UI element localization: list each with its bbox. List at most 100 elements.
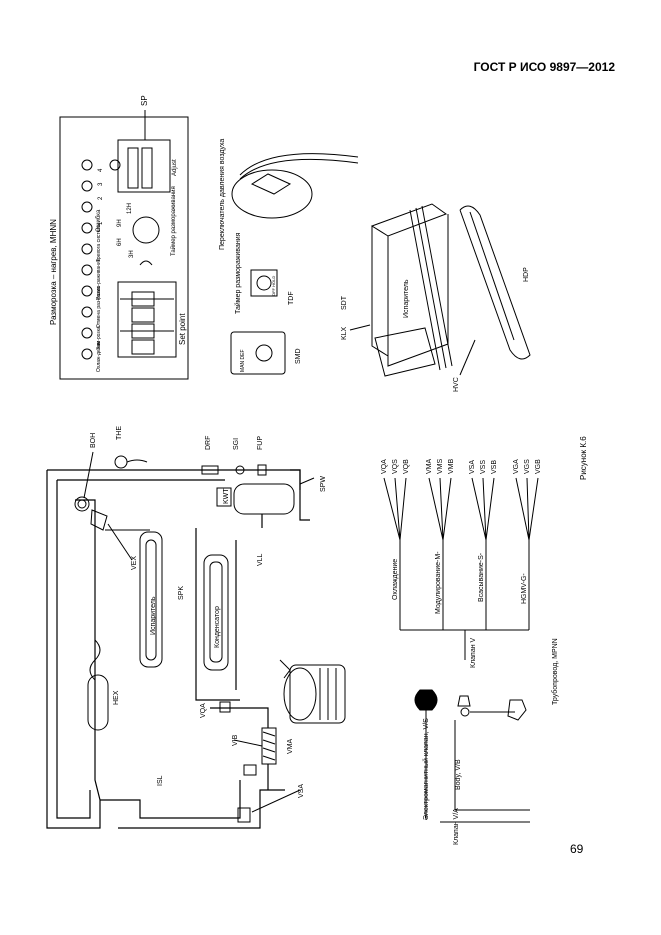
- legend-branch: [383, 477, 407, 541]
- timer-hour-6: 6H: [117, 238, 123, 246]
- boh-leader: [83, 451, 94, 499]
- heater-loop-inner: [469, 211, 515, 341]
- pipe-suction: [210, 707, 269, 728]
- vib-pattern: [262, 731, 276, 761]
- timer-hour-9: 9H: [117, 219, 123, 227]
- heater-rod: [409, 209, 441, 371]
- boh-bulb-inner: [77, 499, 87, 509]
- drf-filter: [201, 465, 219, 475]
- evaporator-end: [370, 203, 448, 237]
- vsa-valve: [237, 807, 251, 823]
- tag-vex: VEX: [131, 556, 138, 570]
- hvc-leader: [459, 339, 476, 376]
- pipe-loop: [46, 470, 101, 829]
- condenser-coil-inner: [209, 561, 223, 663]
- indicator-light: [81, 180, 93, 192]
- pressure-tube: [239, 158, 359, 180]
- tdf-label: Таймер размораживания: [234, 232, 242, 314]
- group-label-cooling: Охлаждение: [392, 559, 399, 600]
- indicator-light: [81, 222, 93, 234]
- valve-code-vgs: VGS: [524, 459, 531, 474]
- pipe-bottom: [118, 789, 285, 829]
- body-label: Body, V/B: [455, 759, 462, 790]
- timer-dial-face: [132, 216, 160, 244]
- timer-hook-symbol: [139, 260, 153, 266]
- valve-code-vqa: VQA: [381, 459, 388, 474]
- sp-tag: SP: [140, 95, 149, 106]
- evaporator-fan-box: [374, 327, 436, 377]
- button-label-error: Ошибка: [96, 209, 102, 232]
- tag-hex: HEX: [113, 690, 120, 705]
- button-label-cooling: Охлаж-дение: [96, 341, 102, 372]
- indicator-light: [81, 348, 93, 360]
- setpoint-digit-wheels: [117, 281, 177, 358]
- vsa-leader: [251, 789, 301, 813]
- smd-switch-labels: MAN DEF: [240, 350, 246, 373]
- button-label-defrost: Размо-раживание: [96, 258, 102, 300]
- valve-code-vms: VMS: [437, 459, 444, 475]
- evaporator-label: Испаритель: [150, 596, 157, 635]
- vex-valve: [90, 509, 108, 531]
- legend-branch: [428, 477, 452, 541]
- sgi-sight-glass: [235, 465, 245, 475]
- vex-leader: [107, 523, 133, 561]
- control-panel: Разморозка – нагрев, MHNN SP Set point Т…: [49, 95, 189, 380]
- solenoid-coil: [414, 689, 438, 711]
- valve-code-vgb: VGB: [535, 459, 542, 474]
- indicator-light: [81, 264, 93, 276]
- tag-vma: VMA: [287, 739, 294, 755]
- setpoint-digit: [131, 307, 155, 323]
- display-window: [127, 147, 139, 189]
- setpoint-digit: [131, 339, 155, 355]
- evaporator-coil: [139, 531, 163, 668]
- display-area: Adjust: [109, 139, 178, 193]
- timer-panel-label: Таймер размораживания: [170, 186, 177, 256]
- body-part: [457, 695, 471, 707]
- pressure-switch-label: Переключатель давления воздуха: [219, 139, 226, 250]
- setpoint-label: Set point: [178, 313, 187, 345]
- legend-branch: [515, 477, 539, 541]
- tag-boh: BOH: [90, 433, 97, 448]
- solenoid-label: Электромагнитный клапан, V/S: [422, 718, 430, 820]
- setpoint-frame: [117, 281, 177, 358]
- group-label-suction: Всасывание-S-: [478, 552, 485, 602]
- the-thermometer: [114, 455, 128, 469]
- heater-loop: [459, 205, 531, 360]
- pipe-condenser: [195, 528, 240, 701]
- valve-code-vss: VSS: [480, 460, 487, 474]
- the-capillary: [126, 459, 148, 463]
- timer-dial: 3H 6H 9H 12H: [117, 203, 160, 266]
- indicator-light: [81, 327, 93, 339]
- pressure-switch-block: [250, 173, 292, 195]
- evaporator-housing: [371, 226, 389, 357]
- klx-tag: KLX: [341, 326, 348, 340]
- valve-code-vqb: VQB: [403, 459, 410, 474]
- control-panel-title: Разморозка – нагрев, MHNN: [49, 219, 58, 325]
- pipe-bottom: [100, 780, 241, 819]
- tdf-dial-text: OFF HOLD: [271, 276, 276, 296]
- indicator-number-3: 3: [98, 182, 104, 186]
- timer-hour-3: 3H: [129, 250, 135, 258]
- hvc-tag: HVC: [453, 377, 460, 392]
- evaporator-unit: Испаритель KLX SDT HVC: [341, 203, 476, 392]
- refrigeration-diagram: Испаритель Конденсатор: [46, 426, 346, 829]
- document-standard-header: ГОСТ Р ИСО 9897—2012: [473, 60, 615, 74]
- tdf-dial: [256, 275, 272, 291]
- smd-tag: SMD: [295, 348, 302, 364]
- condenser-label: Конденсатор: [214, 606, 221, 648]
- indicator-light: [81, 159, 93, 171]
- evaporator-unit-label: Испаритель: [403, 279, 410, 318]
- adjust-label: Adjust: [172, 159, 178, 176]
- hdp-tag: HDP: [523, 267, 530, 282]
- receiver-tank: [233, 483, 295, 515]
- evaporator-coil-inner: [145, 539, 157, 661]
- tag-vsa: VSA: [298, 784, 305, 798]
- pressure-switch-body: [231, 169, 313, 219]
- vib-vibration-eliminator: [261, 727, 277, 765]
- indicator-light: [81, 285, 93, 297]
- button-label-cancel-defrost: Отмена раз-розка: [96, 286, 102, 328]
- indicator-number-4: 4: [98, 168, 104, 172]
- compressor-valve: [279, 659, 291, 679]
- evaporator-housing: [387, 214, 449, 367]
